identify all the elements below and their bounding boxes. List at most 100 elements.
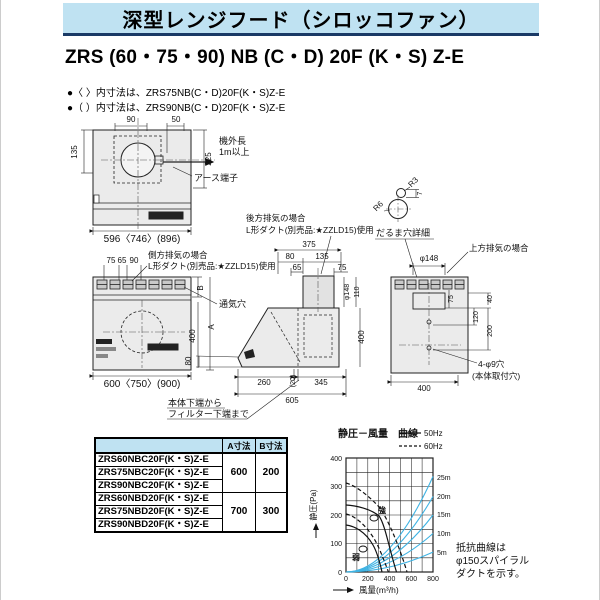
- model-cell: ZRS75NBC20F(K・S)Z-E: [94, 466, 223, 480]
- operating-point-high: [369, 514, 379, 522]
- dim-top-width: 596〈746〉(896): [104, 233, 181, 245]
- technical-drawings: 90 50 135 225 機外長 1m以上 アース端子 596〈746〉(89…: [70, 115, 529, 420]
- curve-high-50hz: [345, 504, 398, 573]
- dim-side-605: 605: [285, 396, 299, 405]
- dim-front-90: 90: [130, 256, 139, 265]
- dim-top-50: 50: [172, 115, 181, 124]
- side-view-drawing: [167, 235, 361, 420]
- model-cell: ZRS60NBC20F(K・S)Z-E: [94, 452, 223, 467]
- dim-top-225: 225: [204, 152, 213, 166]
- dim-rear-120: 120: [473, 311, 480, 323]
- dim-top-135: 135: [70, 145, 79, 159]
- filter-note-line1: 本体下端から: [168, 397, 222, 408]
- model-cell: ZRS90NBD20F(K・S)Z-E: [94, 518, 223, 533]
- page-title-band: 深型レンジフード（シロッコファン）: [63, 3, 539, 36]
- resistance-note-line3: ダクトを示す。: [456, 567, 525, 580]
- curve-low-60hz: [345, 513, 390, 573]
- front-view-drawing: [89, 265, 218, 380]
- ytick-400: 400: [330, 456, 342, 463]
- rear-exhaust-note-line1: 後方排気の場合: [246, 213, 306, 223]
- a-dim-cell: 700: [222, 492, 256, 533]
- legend-50hz: 50Hz: [424, 429, 443, 438]
- table-row: ZRS75NBD20F(K・S)Z-E: [94, 505, 287, 519]
- dimension-table: A寸法 B寸法 ZRS60NBC20F(K・S)Z-E 600 200 ZRS7…: [94, 437, 288, 533]
- chart-title: 静圧－風量 曲線: [338, 427, 418, 440]
- dim-rear-200: 200: [487, 325, 494, 337]
- model-cell: ZRS60NBD20F(K・S)Z-E: [94, 492, 223, 506]
- dim-front-65: 65: [118, 256, 127, 265]
- dim-rear-400: 400: [417, 384, 431, 393]
- dim-side-20: (20): [290, 375, 297, 387]
- dim-side-80-left: 80: [184, 356, 193, 365]
- dim-side-375: 375: [302, 240, 316, 249]
- resistance-note-line1: 抵抗曲線は: [456, 541, 506, 554]
- x-axis-label: 風量(m³/h): [359, 585, 399, 595]
- fan-curves: [345, 482, 408, 573]
- table-header-b: B寸法: [255, 437, 288, 454]
- duct-label-15m: 15m: [437, 512, 451, 519]
- daruma-labels: R3 R6 7 だるま穴詳細: [371, 175, 430, 238]
- rear-exhaust-note-line2: L形ダクト(別売品:★ZZLD15)使用: [246, 225, 374, 235]
- table-header-a: A寸法: [222, 437, 256, 454]
- dim-top-90: 90: [127, 115, 136, 124]
- dim-daruma-r6: R6: [371, 199, 385, 213]
- dim-rear-75: 75: [448, 295, 455, 303]
- side-view-labels: 後方排気の場合 L形ダクト(別売品:★ZZLD15)使用 375 80 135 …: [168, 213, 374, 419]
- model-cell: ZRS75NBD20F(K・S)Z-E: [94, 505, 223, 519]
- dim-side-110: 110: [354, 286, 361, 297]
- dim-daruma-7: 7: [417, 191, 424, 195]
- ytick-100: 100: [330, 541, 342, 548]
- curve-label-low: 弱: [352, 552, 360, 562]
- dim-front-400: 400: [188, 329, 197, 343]
- dim-side-135: 135: [315, 252, 329, 261]
- dim-front-B: B: [196, 285, 205, 290]
- duct-resistance-curves: [345, 476, 434, 573]
- legend-60hz: 60Hz: [424, 442, 443, 451]
- page-title: 深型レンジフード（シロッコファン）: [122, 9, 480, 32]
- pressure-airflow-chart: 50Hz 60Hz 静圧－風量 曲線 400 300 200 100 0 0 2…: [308, 427, 529, 595]
- side-exhaust-note-line2: L形ダクト(別売品:★ZZLD15)使用: [148, 261, 276, 271]
- top-view-drawing: [81, 118, 215, 235]
- model-cell: ZRS90NBC20F(K・S)Z-E: [94, 479, 223, 493]
- xtick-400: 400: [384, 576, 396, 583]
- y-axis-label: 静圧(Pa): [308, 489, 318, 520]
- dim-side-345: 345: [314, 378, 328, 387]
- curve-high-60hz: [345, 482, 408, 573]
- cord-length-note-line1: 機外長: [219, 135, 246, 146]
- axis-arrows: [313, 523, 354, 593]
- bullet-note-90: ●（ ）内寸法は、ZRS90NB(C・D)20F(K・S)Z-E: [67, 103, 286, 114]
- earth-terminal-label: アース端子: [194, 172, 238, 183]
- rear-view-labels: 上方排気の場合 φ148 75 40 120 200 4-φ9穴 (本体取付穴)…: [417, 243, 529, 393]
- bullet-note-75: ●〈 〉内寸法は、ZRS75NB(C・D)20F(K・S)Z-E: [67, 88, 286, 99]
- dim-side-260: 260: [257, 378, 271, 387]
- cord-length-note-line2: 1m以上: [219, 147, 250, 157]
- table-row: ZRS90NBD20F(K・S)Z-E: [94, 518, 287, 533]
- a-dim-cell: 600: [222, 452, 256, 493]
- xtick-600: 600: [405, 576, 417, 583]
- table-row: ZRS60NBC20F(K・S)Z-E 600 200: [94, 452, 288, 493]
- ytick-0: 0: [338, 570, 342, 577]
- dim-side-65: 65: [293, 263, 302, 272]
- dim-daruma-r3: R3: [406, 175, 420, 189]
- xtick-800: 800: [427, 576, 439, 583]
- duct-label-10m: 10m: [437, 531, 451, 538]
- xtick-200: 200: [362, 576, 374, 583]
- xtick-0: 0: [344, 576, 348, 583]
- curve-label-high: 強: [378, 505, 386, 515]
- ytick-300: 300: [330, 484, 342, 491]
- dim-side-400: 400: [357, 330, 366, 344]
- dim-rear-40: 40: [487, 295, 494, 303]
- curve-low-50hz: [345, 524, 383, 573]
- vent-hole-label: 通気穴: [219, 298, 246, 309]
- duct-label-20m: 20m: [437, 494, 451, 501]
- dim-rear-phi148: φ148: [420, 254, 439, 263]
- duct-label-5m: 5m: [437, 550, 447, 557]
- operating-point-low: [358, 545, 368, 553]
- dim-front-width: 600〈750〉(900): [104, 378, 181, 390]
- chart-legend: 50Hz 60Hz: [399, 429, 443, 451]
- daruma-detail-label: だるま穴詳細: [376, 227, 430, 238]
- ytick-200: 200: [330, 513, 342, 520]
- dim-side-75: 75: [338, 263, 347, 272]
- rear-vent-slots: [394, 279, 465, 290]
